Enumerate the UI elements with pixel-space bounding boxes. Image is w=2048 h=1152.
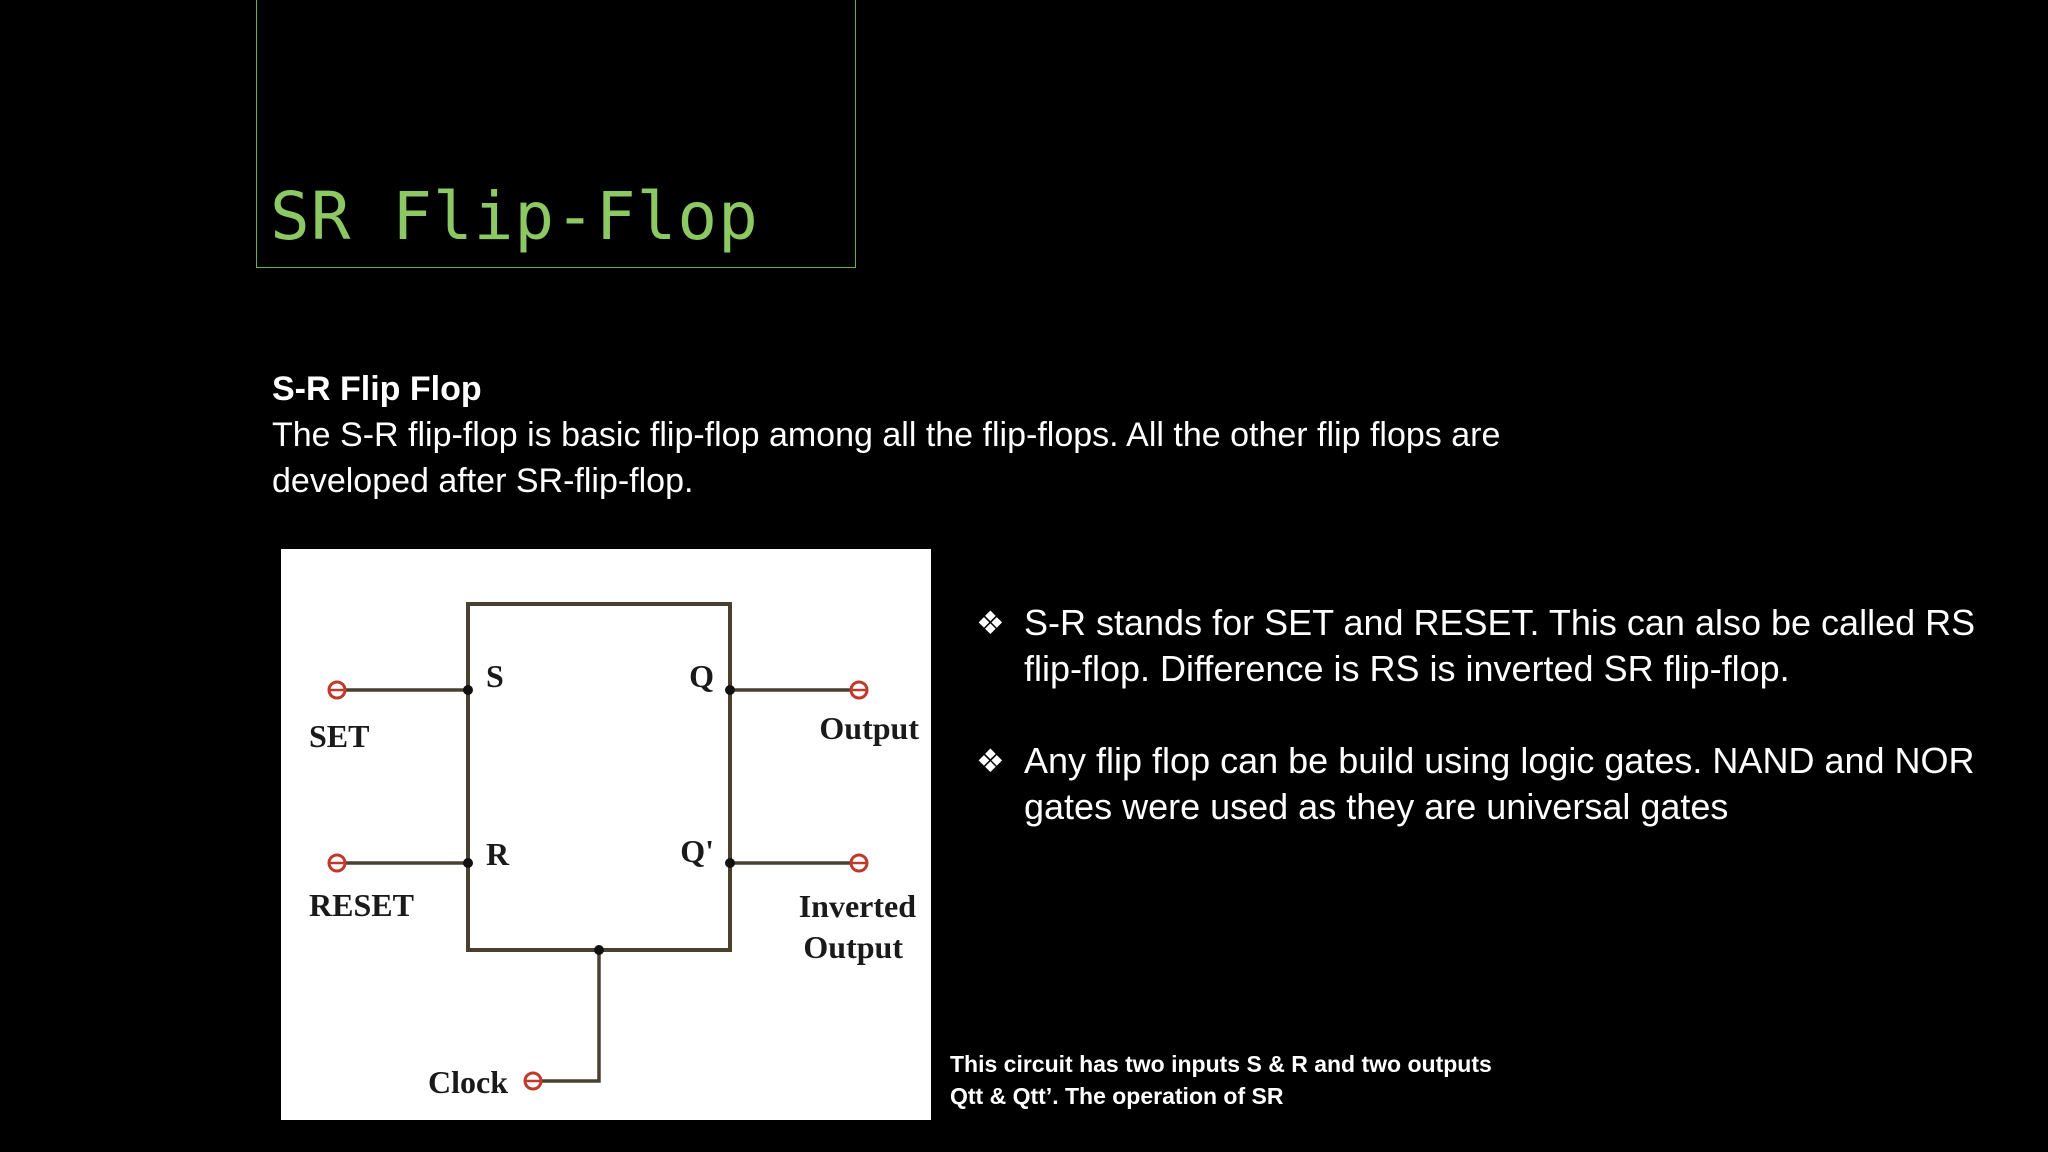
intro-heading: S-R Flip Flop [272,370,482,408]
diamond-bullet-icon: ❖ [976,743,1005,779]
clock-label: Clock [428,1064,508,1100]
reset-label: RESET [309,887,414,923]
title-frame [256,0,856,268]
diagram-caption: This circuit has two inputs S & R and tw… [950,1051,1492,1109]
flip-flop-block [466,602,732,952]
junction-r [463,858,473,868]
pin-q-label: Q [689,658,714,694]
bullet-text: Any flip flop can be build using logic g… [1024,740,1975,827]
diamond-bullet-icon: ❖ [976,605,1005,641]
set-label: SET [309,718,369,754]
diagram-canvas: S R Q Q' SET RESET Output Inverted Outpu… [309,602,919,1100]
pin-qbar-label: Q' [680,833,714,869]
junction-qbar [725,858,735,868]
junction-clock [594,945,604,955]
bullet-item: ❖ S-R stands for SET and RESET. This can… [976,600,1976,692]
bullet-text: S-R stands for SET and RESET. This can a… [1024,602,1976,689]
junction-q [725,685,735,695]
intro-text: The S-R flip-flop is basic flip-flop amo… [272,416,1501,500]
inverted-label-line1: Inverted [799,888,917,924]
bullet-item: ❖ Any flip flop can be build using logic… [976,738,1976,830]
slide-title: SR Flip-Flop [270,178,759,255]
clock-wire [537,950,601,1083]
intro-block: S-R Flip Flop The S-R flip-flop is basic… [272,366,1532,504]
bullet-list: ❖ S-R stands for SET and RESET. This can… [976,600,1976,876]
pin-s-label: S [486,658,504,694]
pin-r-label: R [486,836,510,872]
sr-flip-flop-diagram: S R Q Q' SET RESET Output Inverted Outpu… [281,549,931,1120]
inverted-label-line2: Output [803,929,903,965]
output-label: Output [819,710,919,746]
junction-s [463,685,473,695]
